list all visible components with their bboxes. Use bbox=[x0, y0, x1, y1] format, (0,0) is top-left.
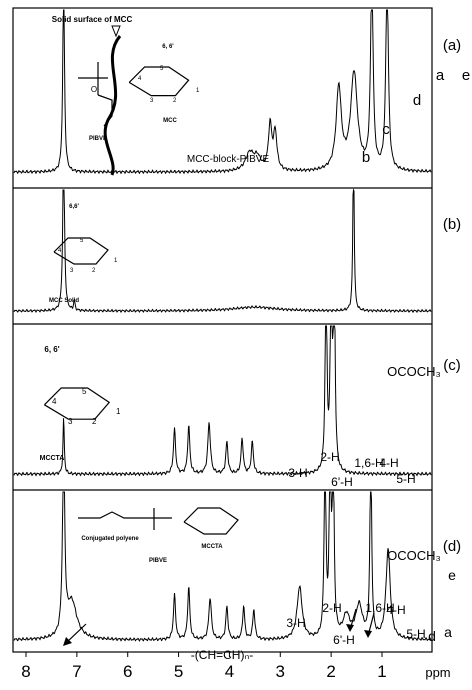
atom-label: 3 bbox=[150, 98, 154, 104]
peak-label: 1,6-H bbox=[354, 456, 383, 470]
atom-label-66: 6,6' bbox=[69, 204, 79, 210]
peak-label: e bbox=[462, 67, 470, 84]
polyene-chain bbox=[78, 511, 142, 519]
atom-label: 5 bbox=[160, 66, 164, 72]
peak-label: 5-H bbox=[406, 627, 425, 641]
atom-label: 5 bbox=[80, 238, 84, 244]
pibve-label-d: PIBVE bbox=[149, 558, 167, 564]
mcc-label: MCC bbox=[163, 118, 177, 124]
atom-label: 2 bbox=[92, 417, 97, 426]
glucose-ring bbox=[43, 387, 111, 420]
x-tick-label: 3 bbox=[276, 662, 285, 681]
arrow-polyene bbox=[65, 623, 87, 644]
pibve-label: PIBVE bbox=[89, 136, 107, 142]
panel-label-c: (c) bbox=[443, 357, 461, 374]
atom-label: 3 bbox=[70, 268, 74, 274]
atom-label: 3 bbox=[68, 417, 73, 426]
x-tick-label: 5 bbox=[174, 662, 183, 681]
chemical-structures: Solid surface of MCC O 1 2 3 4 5 6, 6' MCC PIBVE M… bbox=[40, 15, 270, 564]
peak-label: 6'-H bbox=[331, 475, 353, 489]
atom-label: 2 bbox=[173, 98, 177, 104]
peak-label: -(CH=CH)ₙ- bbox=[191, 648, 253, 662]
spectrum-line-c bbox=[13, 325, 432, 477]
peak-label: e bbox=[448, 567, 456, 583]
panel-label-a: (a) bbox=[443, 37, 461, 54]
x-tick-label: 1 bbox=[377, 662, 386, 681]
peak-label: 5-H bbox=[396, 472, 415, 486]
peak-label: 3-H bbox=[286, 616, 305, 630]
mcc-cta-label-d: MCCTA bbox=[201, 544, 223, 550]
peak-label: 4-H bbox=[379, 456, 398, 470]
plot-frame bbox=[12, 7, 433, 653]
spectrum-line-d bbox=[13, 491, 432, 642]
peak-label: 1,6-H bbox=[365, 601, 394, 615]
peak-label: OCOCH₃ bbox=[387, 364, 441, 379]
arrowhead-a bbox=[364, 630, 372, 638]
panel-label-b: (b) bbox=[443, 216, 461, 233]
peak-label: a bbox=[444, 624, 452, 640]
peak-label: d bbox=[413, 92, 421, 109]
pibve-sidechain bbox=[97, 94, 113, 127]
atom-label: 4 bbox=[138, 76, 142, 82]
x-axis: 8 7 6 5 4 3 2 1 ppm bbox=[21, 652, 451, 681]
glucose-ring bbox=[128, 66, 190, 97]
peak-label: a bbox=[436, 67, 445, 84]
x-tick-label: 7 bbox=[72, 662, 81, 681]
peak-label: c bbox=[382, 121, 390, 138]
structure-caption: Solid surface of MCC bbox=[52, 15, 133, 24]
spectrum-line-b bbox=[13, 188, 432, 314]
peak-label: 3-H bbox=[288, 466, 307, 480]
atom-label: 2 bbox=[92, 268, 96, 274]
block-label: MCC-block-PIBVE bbox=[187, 154, 270, 165]
mcc-solid-label: MCC Solid bbox=[49, 298, 79, 304]
spectrum-line-a bbox=[13, 9, 432, 175]
arrowhead-d bbox=[346, 624, 354, 632]
spectra bbox=[13, 9, 432, 642]
x-tick-label: 4 bbox=[225, 662, 234, 681]
peak-label: 2-H bbox=[320, 450, 339, 464]
atom-label: 5 bbox=[82, 387, 87, 396]
x-tick-label: 8 bbox=[21, 662, 30, 681]
mcc-surface-boundary bbox=[103, 35, 122, 176]
peak-label: d bbox=[428, 628, 436, 644]
x-tick-label: 6 bbox=[123, 662, 132, 681]
atom-label: 1 bbox=[114, 258, 118, 264]
surface-arrow bbox=[111, 25, 121, 38]
atom-label: 4 bbox=[58, 248, 62, 254]
pibve-backbone bbox=[78, 62, 108, 95]
atom-label: 1 bbox=[116, 407, 121, 416]
atom-label: 1 bbox=[196, 88, 200, 94]
peak-label: b bbox=[362, 149, 370, 166]
glucose-ring bbox=[53, 237, 109, 265]
atom-o: O bbox=[91, 85, 97, 94]
peak-label: OCOCH₃ bbox=[387, 548, 441, 563]
peak-label: 2-H bbox=[322, 601, 341, 615]
panel-frames bbox=[12, 7, 433, 653]
atom-label: 4 bbox=[52, 397, 57, 406]
x-tick-label: 2 bbox=[326, 662, 335, 681]
atom-label-66: 6, 6' bbox=[162, 44, 174, 50]
glucose-ring bbox=[183, 507, 239, 535]
pibve-chain-d bbox=[142, 508, 172, 530]
polyene-label: Conjugated polyene bbox=[81, 536, 139, 542]
x-axis-label: ppm bbox=[425, 665, 450, 680]
peak-label: 4-H bbox=[386, 603, 405, 617]
atom-label-66: 6, 6' bbox=[44, 345, 59, 354]
panel-label-d: (d) bbox=[443, 538, 461, 555]
mcc-cta-label: MCCTA bbox=[40, 455, 65, 462]
arrowhead-polyene bbox=[63, 637, 72, 646]
peak-label: 6'-H bbox=[333, 633, 355, 647]
